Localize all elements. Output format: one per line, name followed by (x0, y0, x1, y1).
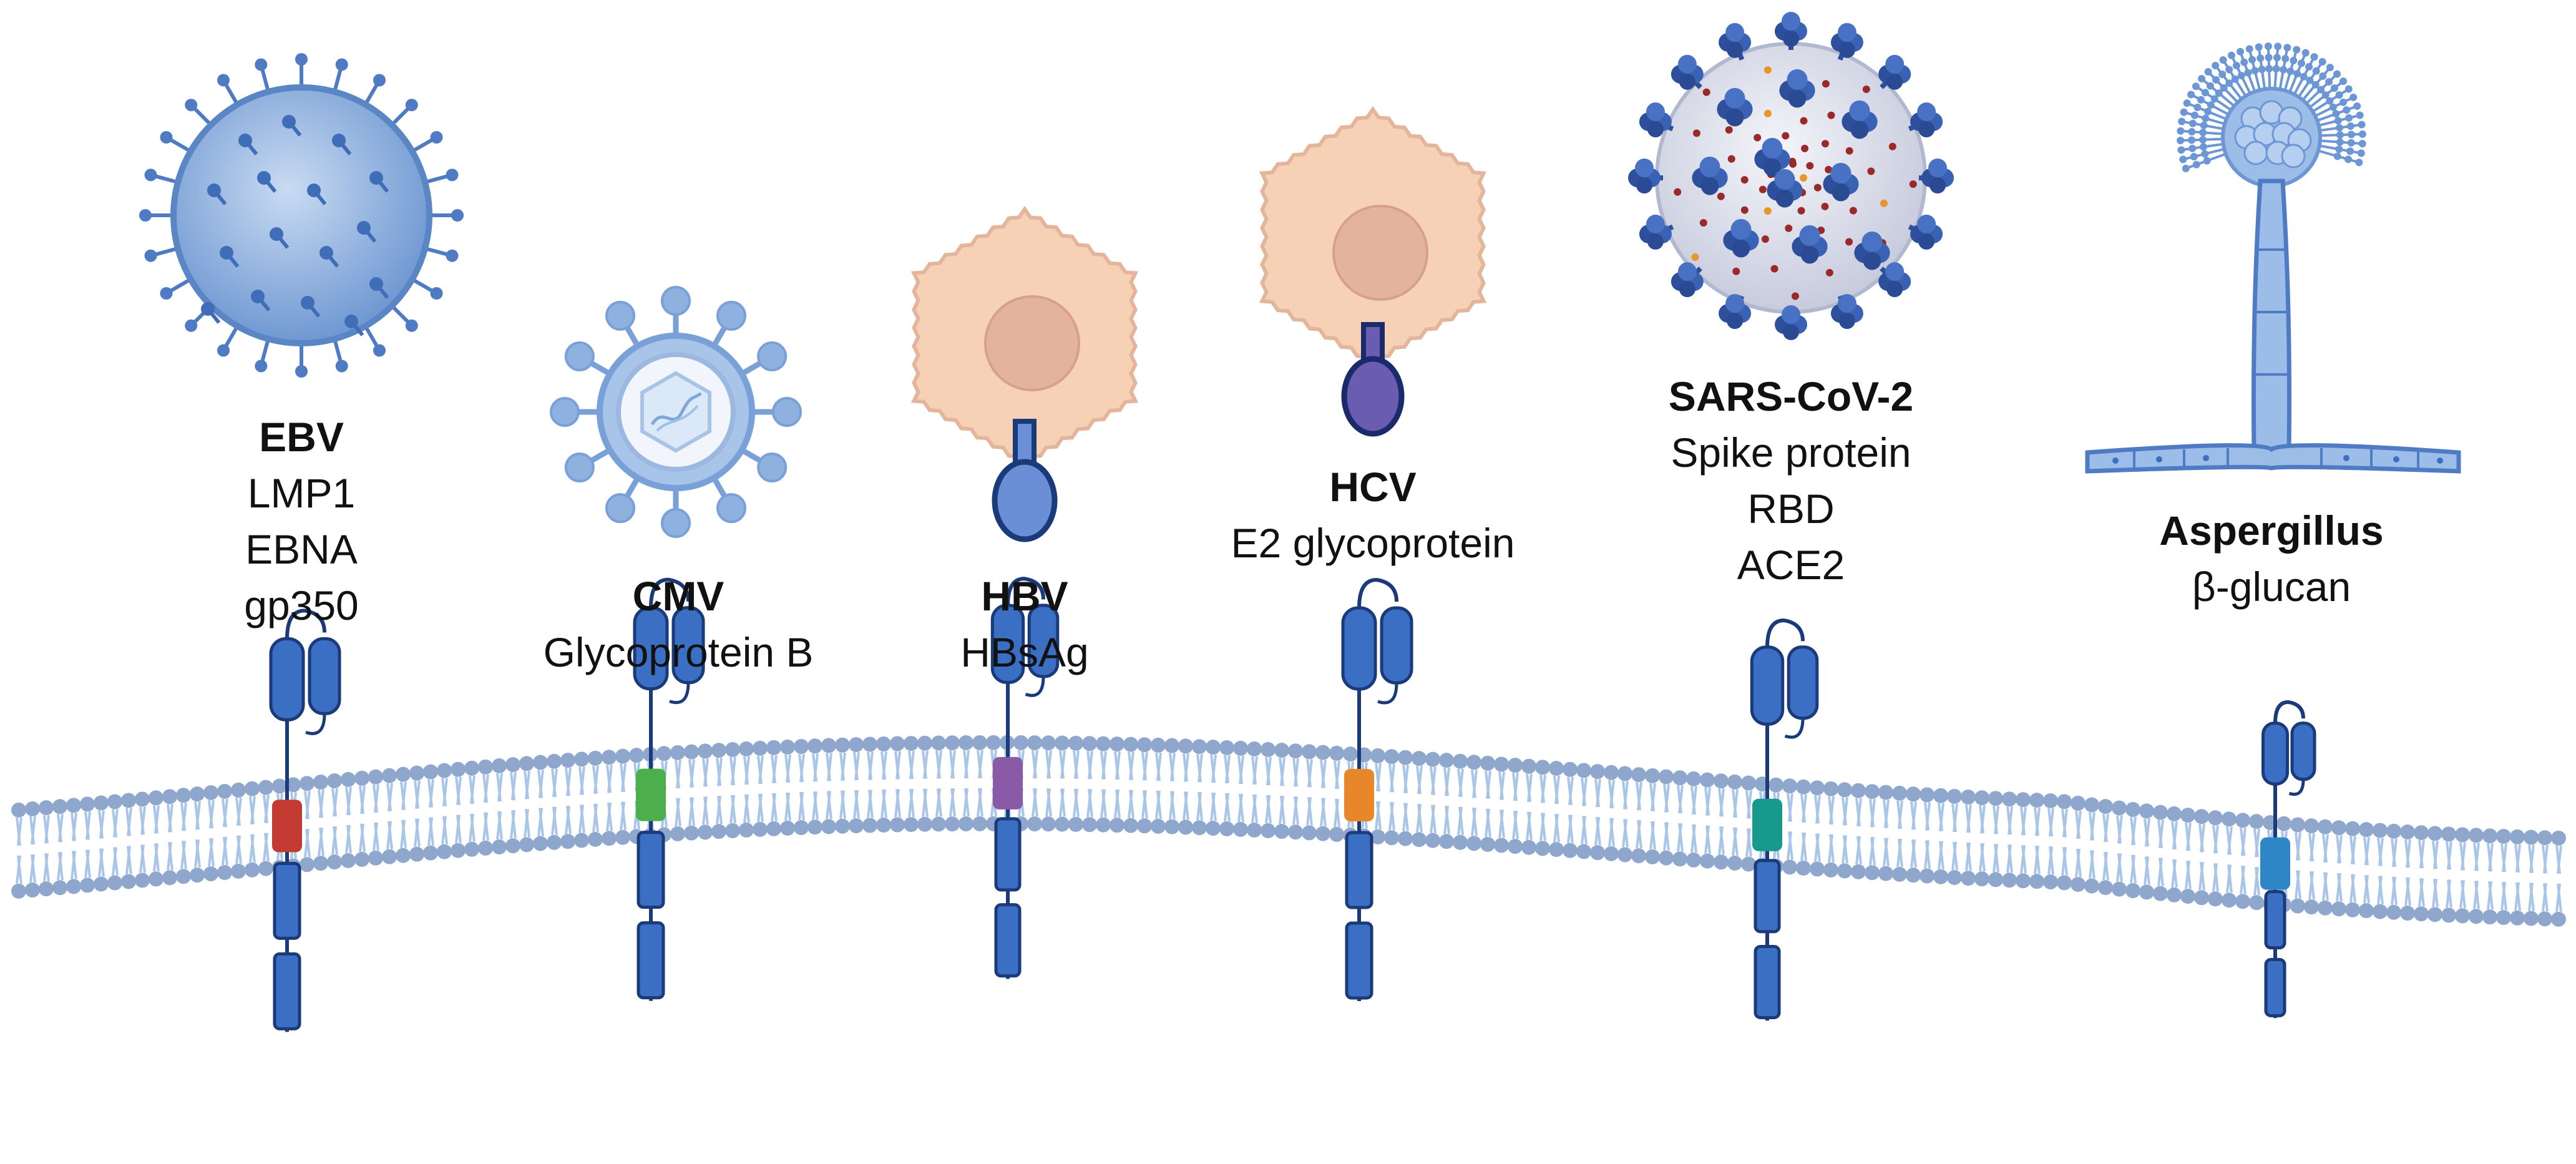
car-receptor-sars (1750, 618, 1819, 1021)
antigen-label: HBsAg (960, 629, 1089, 675)
antigen-label: RBD (1747, 486, 1835, 532)
transmembrane-domain (2260, 837, 2290, 890)
pathogen-name: CMV (632, 573, 724, 619)
sars-cov-2-virus-icon (1628, 12, 1954, 340)
transmembrane-domain (636, 768, 666, 821)
membrane-lipid-heads (11, 735, 2566, 927)
hbv-infected-cell-icon (910, 205, 1139, 542)
hbv-label: HBV HBsAg (960, 568, 1088, 680)
cmv-label: CMV Glycoprotein B (544, 568, 814, 680)
membrane-lipid-tails (16, 750, 2562, 912)
transmembrane-domain (1752, 798, 1782, 851)
cmv-virus-icon (550, 286, 802, 538)
transmembrane-domain (1344, 769, 1374, 822)
pathogen-name: EBV (259, 414, 344, 460)
car-receptor-hbv (990, 577, 1060, 979)
hcv-infected-cell-icon (1259, 105, 1487, 437)
aspergillus-fungus-icon (2085, 42, 2461, 474)
car-receptor-hcv (1341, 578, 1413, 1002)
car-receptors (269, 577, 2316, 1032)
sars-cov-2-label: SARS-CoV-2 Spike protein RBD ACE2 (1669, 368, 1913, 593)
pathogen-name: Aspergillus (2159, 507, 2384, 554)
car-receptor-ebv (269, 609, 341, 1032)
pathogen-name: HCV (1329, 464, 1417, 510)
antigen-label: Glycoprotein B (543, 629, 814, 675)
car-receptor-cmv (633, 577, 705, 1001)
cell-membrane-bilayer (11, 735, 2566, 927)
antigen-label: β-glucan (2192, 564, 2351, 610)
ebv-label: EBV LMP1 EBNA gp350 (244, 409, 359, 633)
pathogen-name: SARS-CoV-2 (1668, 373, 1914, 419)
antigen-label: E2 glycoprotein (1231, 520, 1515, 566)
ebv-virus-icon (139, 53, 464, 378)
transmembrane-domain (993, 756, 1023, 809)
antigen-label: gp350 (244, 582, 359, 628)
pathogen-name: HBV (981, 573, 1068, 619)
antigen-label: LMP1 (247, 470, 356, 516)
transmembrane-domain (272, 800, 302, 853)
antigen-label: Spike protein (1671, 429, 1911, 476)
aspergillus-label: Aspergillus β-glucan (2159, 502, 2383, 615)
antigen-label: EBNA (245, 526, 358, 572)
car-receptor-asp (2260, 700, 2316, 1019)
hcv-label: HCV E2 glycoprotein (1231, 459, 1515, 571)
antigen-label: ACE2 (1737, 542, 1845, 588)
